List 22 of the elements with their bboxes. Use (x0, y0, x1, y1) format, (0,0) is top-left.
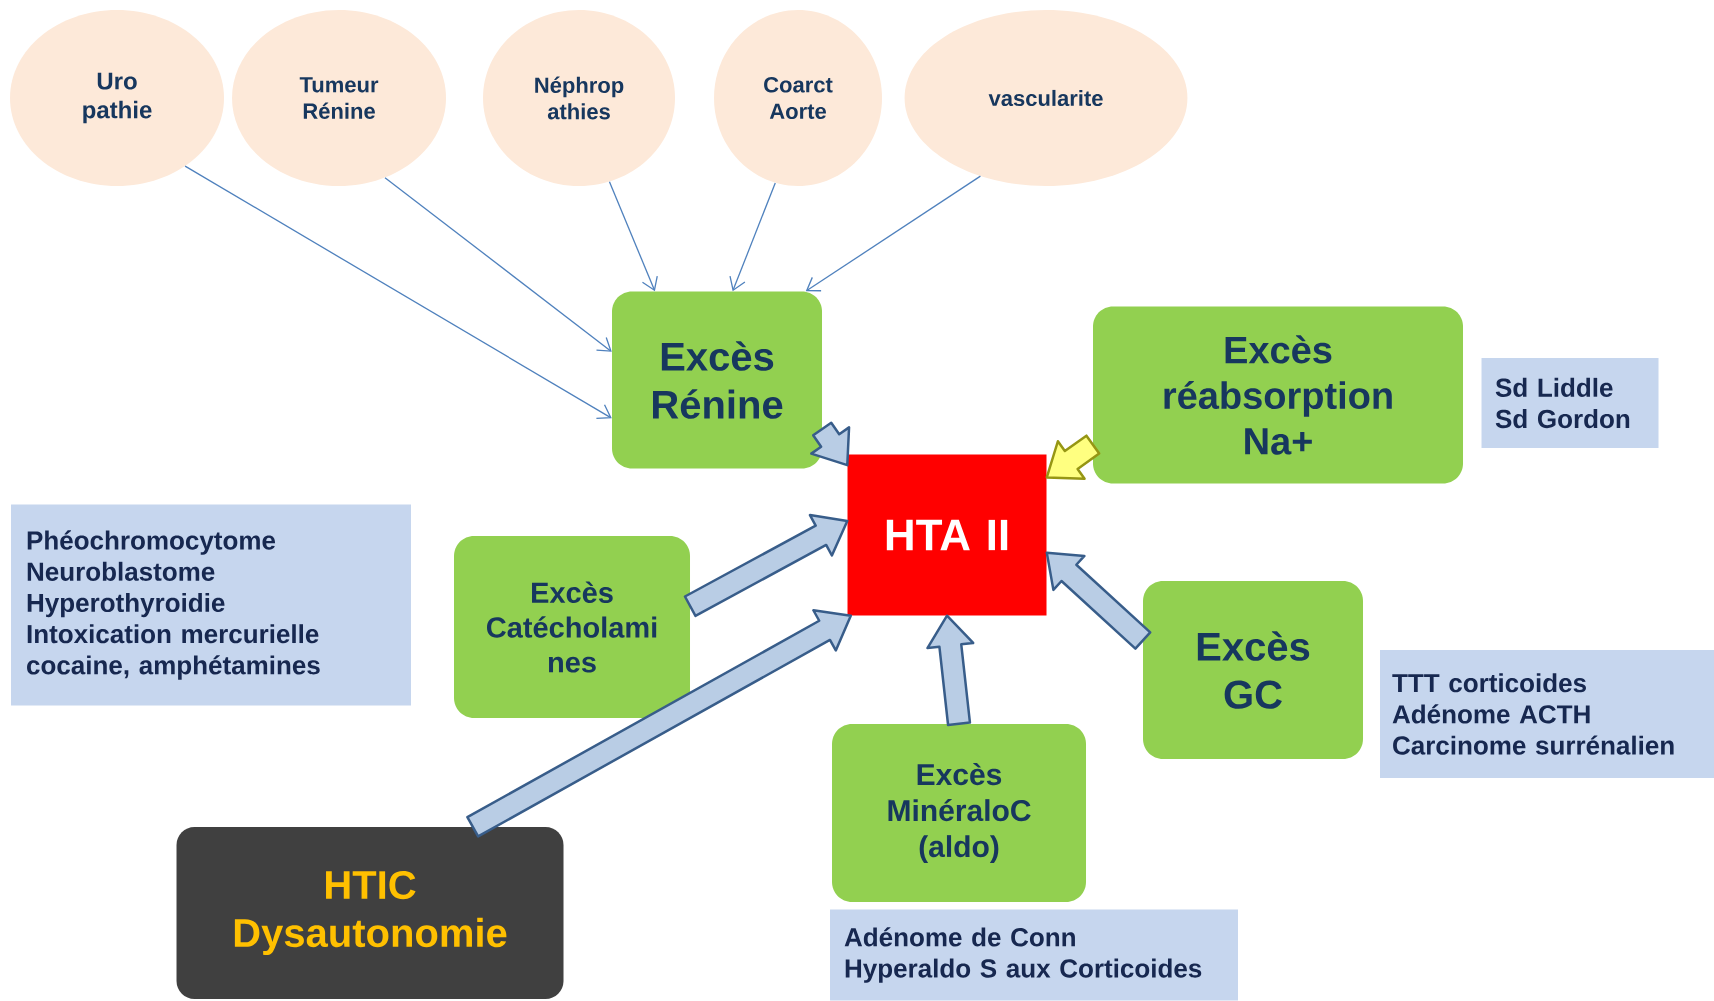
block-arrow (926, 614, 975, 727)
mechanism-box: Excès Rénine (612, 291, 822, 469)
mechanism-box: Excès GC (1143, 581, 1363, 759)
block-arrow (1045, 434, 1101, 480)
arrow (805, 175, 982, 292)
mechanism-box: Excès MinéraloC (aldo) (832, 724, 1086, 902)
block-arrow (466, 609, 853, 838)
block-arrow (810, 421, 851, 467)
arrow (608, 181, 658, 292)
block-arrow (683, 513, 849, 618)
mechanism-box: Excès Catécholami nes (454, 536, 690, 718)
cause-list-box: Adénome de Conn Hyperaldo S aux Corticoides (830, 909, 1238, 1001)
hta-box: HTA II (847, 454, 1047, 616)
mechanism-box: Excès réabsorption Na+ (1093, 306, 1463, 484)
cause-list-box: TTT corticoides Adénome ACTH Carcinome surrénalien (1380, 650, 1714, 778)
htic-box: HTIC Dysautonomie (176, 827, 564, 999)
cause-list-box: Phéochromocytome Neuroblastome Hyperothyroidie Intoxication mercurielle cocaine, amphétamines (11, 504, 411, 706)
arrow (184, 165, 612, 420)
cause-list-box: Sd Liddle Sd Gordon (1481, 358, 1659, 448)
arrow (729, 182, 776, 292)
arrow (384, 177, 612, 352)
block-arrow (1045, 551, 1152, 650)
